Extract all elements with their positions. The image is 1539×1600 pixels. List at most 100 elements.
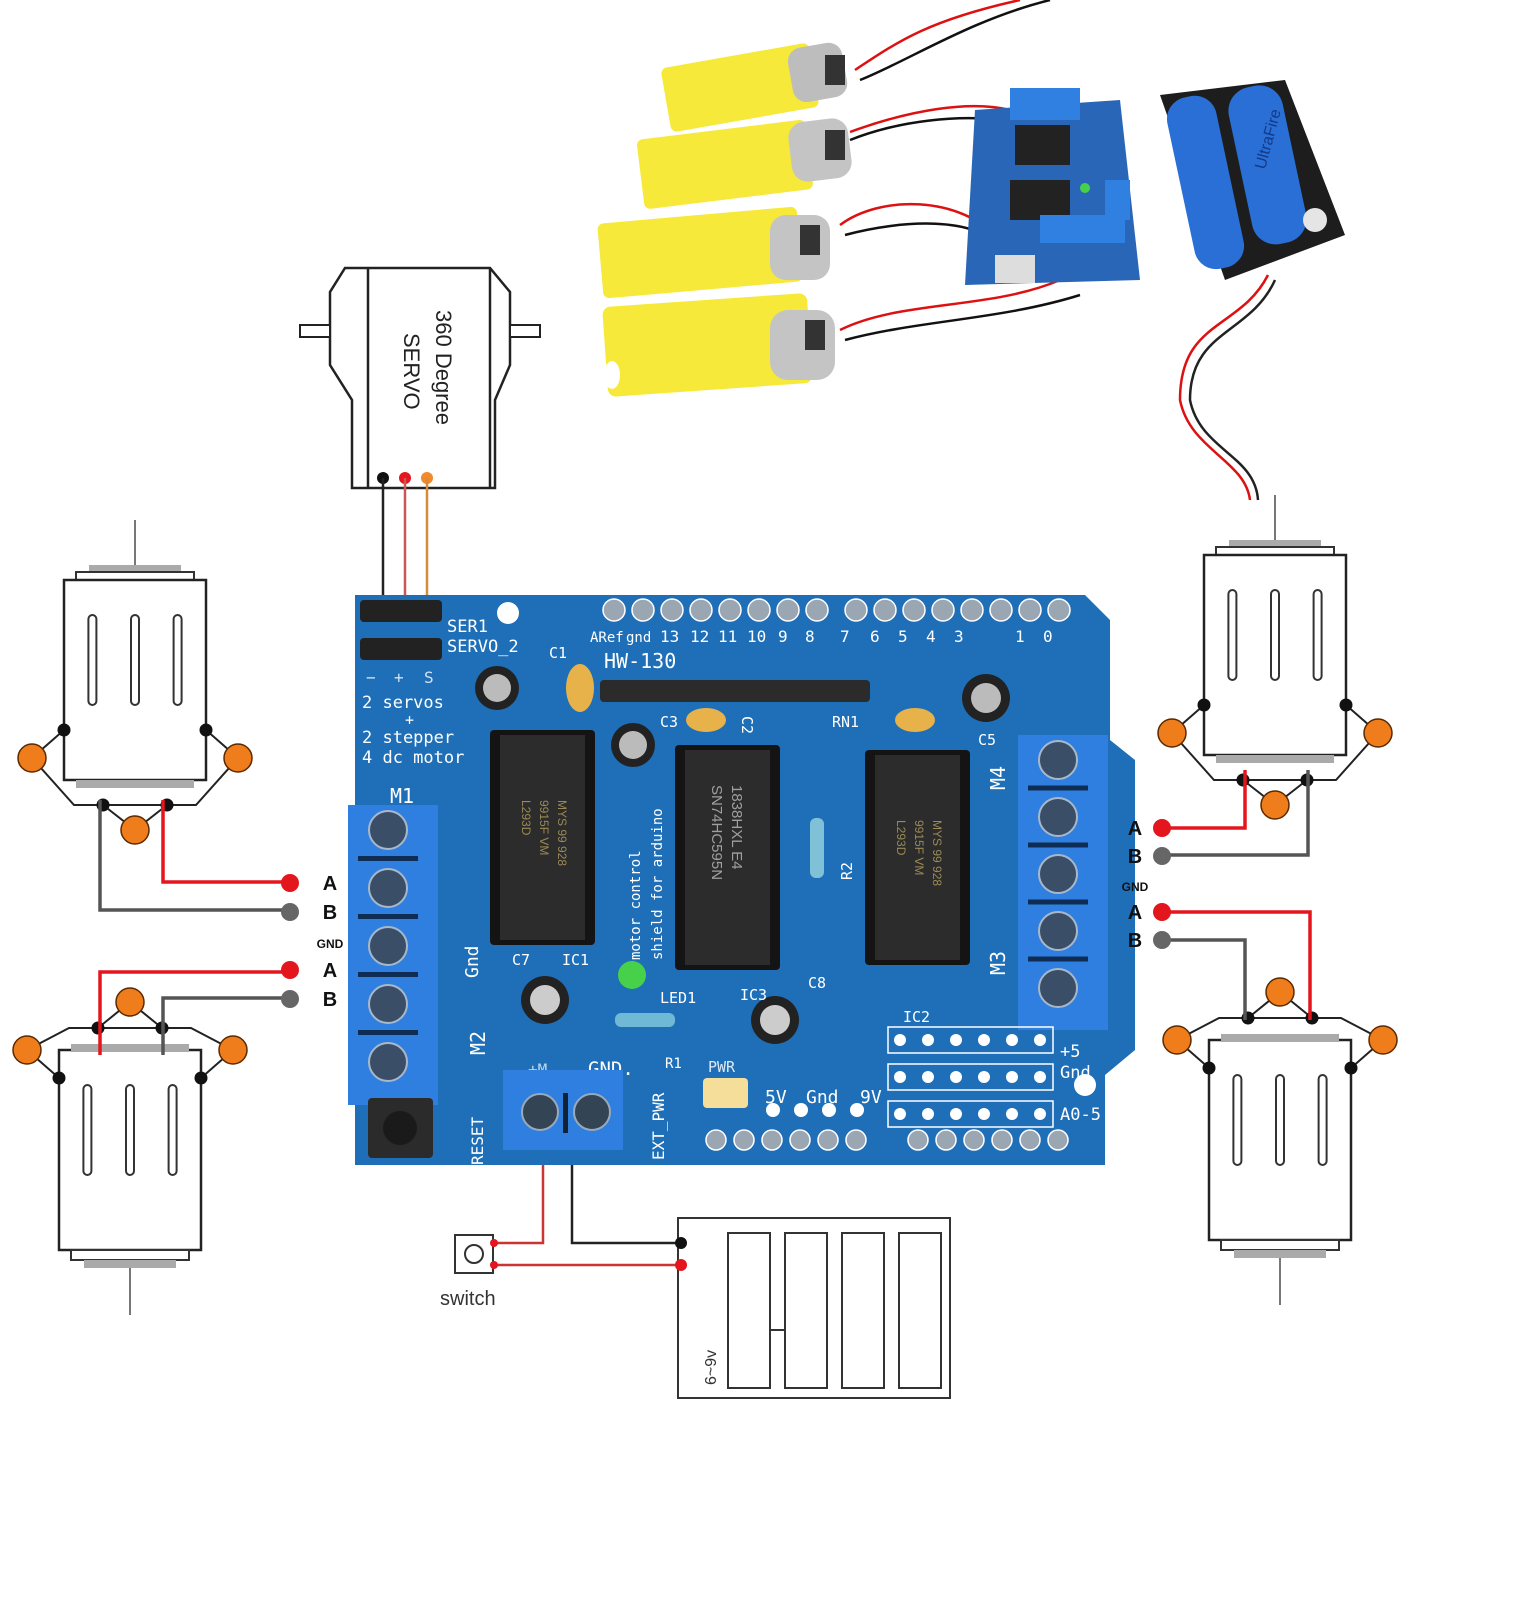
breakout-hole xyxy=(950,1034,962,1046)
terminal-screw[interactable] xyxy=(368,926,408,966)
ic3-marking: 1838HXL E4 xyxy=(728,785,745,870)
feature-plus: + xyxy=(405,711,414,729)
breakout-hole xyxy=(1034,1071,1046,1083)
board-model-label: HW-130 xyxy=(604,649,676,673)
terminal-screw[interactable] xyxy=(368,1042,408,1082)
analog-header-pin[interactable] xyxy=(1047,1129,1069,1151)
m4-label: M4 xyxy=(986,766,1010,790)
battery-voltage-label: 6~9v xyxy=(703,1350,720,1385)
terminal-pin-label-b: B xyxy=(323,989,337,1011)
power-wiring xyxy=(492,1165,678,1267)
ser1-label: SER1 xyxy=(447,617,488,637)
header-pin[interactable] xyxy=(989,598,1013,622)
pwr-jumper[interactable] xyxy=(703,1078,748,1108)
m2-label: M2 xyxy=(466,1031,490,1055)
ic2-l293d-chip: L293D 9915F VM MYS 99 928 xyxy=(865,750,970,965)
r2-label: R2 xyxy=(838,862,856,880)
power-header-pin[interactable] xyxy=(705,1129,727,1151)
breakout-hole xyxy=(1006,1034,1018,1046)
analog-header-pin[interactable] xyxy=(935,1129,957,1151)
terminal-screw[interactable] xyxy=(1038,740,1078,780)
breakout-hole xyxy=(950,1108,962,1120)
header-pin[interactable] xyxy=(660,598,684,622)
motor-pad xyxy=(1157,718,1187,748)
analog-header-pin[interactable] xyxy=(963,1129,985,1151)
header-pin[interactable] xyxy=(747,598,771,622)
servo-pin-signal: S xyxy=(424,668,434,687)
breakout-hole xyxy=(922,1108,934,1120)
terminal-screw[interactable] xyxy=(368,868,408,908)
gnd-label: Gnd xyxy=(462,945,483,978)
terminal-divider xyxy=(358,972,418,977)
motor-pad xyxy=(1368,1025,1398,1055)
terminal-divider xyxy=(1028,899,1088,905)
wire-terminal-dot xyxy=(1153,931,1171,949)
motor-contact xyxy=(57,723,71,737)
motor-wires-photo xyxy=(839,0,1081,342)
header-pin[interactable] xyxy=(844,598,868,622)
ext-pwr-label: EXT_PWR xyxy=(649,1092,668,1160)
power-header-pin[interactable] xyxy=(845,1129,867,1151)
header-pin[interactable] xyxy=(960,598,984,622)
servo-header[interactable]: SER1 SERVO_2 − + S xyxy=(360,600,519,687)
header-pin[interactable] xyxy=(602,598,626,622)
motor-pad xyxy=(120,815,150,845)
c1-label: C1 xyxy=(549,644,567,662)
breakout-hole xyxy=(978,1071,990,1083)
terminal-block-m1-m2[interactable] xyxy=(348,805,438,1105)
terminal-screw[interactable] xyxy=(368,810,408,850)
header-pin[interactable] xyxy=(931,598,955,622)
breakout-hole xyxy=(978,1108,990,1120)
terminal-pin-label-a: A xyxy=(323,873,337,895)
analog-header-pin[interactable] xyxy=(1019,1129,1041,1151)
battery-cell xyxy=(784,1232,828,1389)
terminal-screw[interactable] xyxy=(1038,797,1078,837)
servo-pin-minus: − xyxy=(366,668,376,687)
header-pin[interactable] xyxy=(631,598,655,622)
mounting-hole xyxy=(1074,1074,1096,1096)
ext-pwr-terminal[interactable] xyxy=(503,1070,623,1150)
feature-dc-motor: 4 dc motor xyxy=(362,748,464,768)
terminal-screw[interactable] xyxy=(368,984,408,1024)
rn1-label: RN1 xyxy=(832,713,859,731)
header-pin-label: 4 xyxy=(926,627,936,646)
motor-contact xyxy=(1197,698,1211,712)
header-pin[interactable] xyxy=(1018,598,1042,622)
ic1-marking: L293D xyxy=(519,800,533,836)
header-pin-label: 8 xyxy=(805,627,815,646)
motor-contact xyxy=(52,1071,66,1085)
terminal-screw[interactable] xyxy=(1038,911,1078,951)
power-header-pin[interactable] xyxy=(733,1129,755,1151)
breakout-hole xyxy=(922,1071,934,1083)
header-pin[interactable] xyxy=(689,598,713,622)
power-header-pin[interactable] xyxy=(789,1129,811,1151)
header-pin[interactable] xyxy=(718,598,742,622)
dc-motor xyxy=(1157,495,1393,820)
servo-label-line1: 360 Degree xyxy=(431,310,456,425)
terminal-block-m3-m4[interactable] xyxy=(1018,735,1108,1030)
analog-header-pin[interactable] xyxy=(991,1129,1013,1151)
wire-terminal-dot xyxy=(281,874,299,892)
power-header-pin[interactable] xyxy=(761,1129,783,1151)
header-pin-label: 5 xyxy=(898,627,908,646)
analog-header-pin[interactable] xyxy=(907,1129,929,1151)
terminal-screw[interactable] xyxy=(1038,854,1078,894)
power-header-pin[interactable] xyxy=(817,1129,839,1151)
rn1-resistor-network xyxy=(600,680,870,702)
header-pin[interactable] xyxy=(776,598,800,622)
terminal-pin-label-b: B xyxy=(1128,846,1142,868)
header-pin[interactable] xyxy=(873,598,897,622)
ic2-marking: 9915F VM xyxy=(912,820,926,875)
servo-pin-plus: + xyxy=(394,668,404,687)
m1-label: M1 xyxy=(390,784,414,808)
header-pin[interactable] xyxy=(805,598,829,622)
header-pin[interactable] xyxy=(1047,598,1071,622)
r1-resistor xyxy=(615,1013,675,1027)
terminal-screw[interactable] xyxy=(1038,968,1078,1008)
header-pin[interactable] xyxy=(902,598,926,622)
power-switch[interactable] xyxy=(454,1234,498,1274)
breakout-hole xyxy=(1006,1071,1018,1083)
motor-pad xyxy=(1363,718,1393,748)
